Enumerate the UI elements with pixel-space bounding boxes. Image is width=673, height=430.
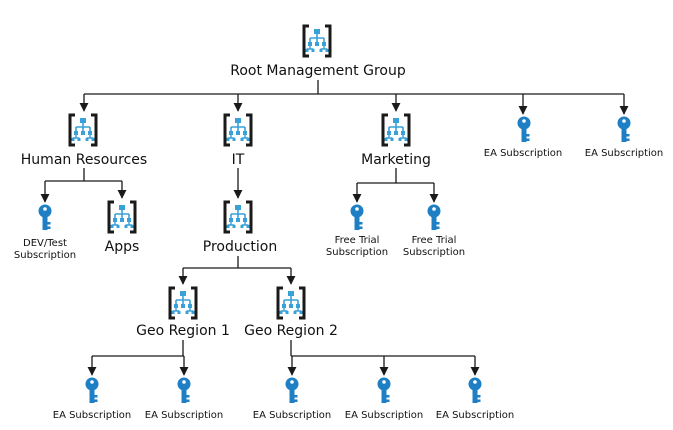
marketing-label: Marketing <box>361 152 431 168</box>
ea-subscription-key-icon <box>285 377 299 403</box>
human-resources-label: Human Resources <box>21 152 147 168</box>
it-group-icon <box>223 113 253 147</box>
free-trial-subscription-key-icon <box>350 204 364 230</box>
human-resources-group-icon <box>68 113 98 147</box>
ea-subscription-key-icon <box>468 377 482 403</box>
ea-subscription-label: EA Subscription <box>436 410 514 421</box>
free-trial-label-line1: Free Trial <box>335 235 380 246</box>
ea-subscription-key-icon <box>377 377 391 403</box>
production-group-icon <box>223 200 253 234</box>
devtest-subscription-key-icon <box>38 204 52 230</box>
free-trial-subscription-key-icon <box>427 204 441 230</box>
ea-subscription-label: EA Subscription <box>145 410 223 421</box>
ea-subscription-key-icon <box>617 116 631 142</box>
connector-lines <box>40 80 629 376</box>
it-label: IT <box>232 152 245 168</box>
geo-region-1-group-icon <box>168 286 198 320</box>
free-trial-label-line1: Free Trial <box>412 235 457 246</box>
ea-subscription-key-icon <box>85 377 99 403</box>
geo-region-2-group-icon <box>276 286 306 320</box>
ea-subscription-label: EA Subscription <box>585 148 663 159</box>
root-management-group-label: Root Management Group <box>230 63 406 79</box>
devtest-label-line1: DEV/Test <box>23 238 67 249</box>
devtest-label-line2: Subscription <box>14 250 76 261</box>
free-trial-label-line2: Subscription <box>326 247 388 258</box>
ea-subscription-key-icon <box>517 116 531 142</box>
ea-subscription-label: EA Subscription <box>345 410 423 421</box>
apps-group-icon <box>107 200 137 234</box>
ea-subscription-key-icon <box>177 377 191 403</box>
free-trial-label-line2: Subscription <box>403 247 465 258</box>
apps-label: Apps <box>105 239 140 255</box>
production-label: Production <box>203 239 277 255</box>
geo-region-1-label: Geo Region 1 <box>136 323 230 339</box>
ea-subscription-label: EA Subscription <box>53 410 131 421</box>
ea-subscription-label: EA Subscription <box>253 410 331 421</box>
marketing-group-icon <box>381 113 411 147</box>
ea-subscription-label: EA Subscription <box>484 148 562 159</box>
root-management-group-icon <box>302 24 332 58</box>
geo-region-2-label: Geo Region 2 <box>244 323 338 339</box>
